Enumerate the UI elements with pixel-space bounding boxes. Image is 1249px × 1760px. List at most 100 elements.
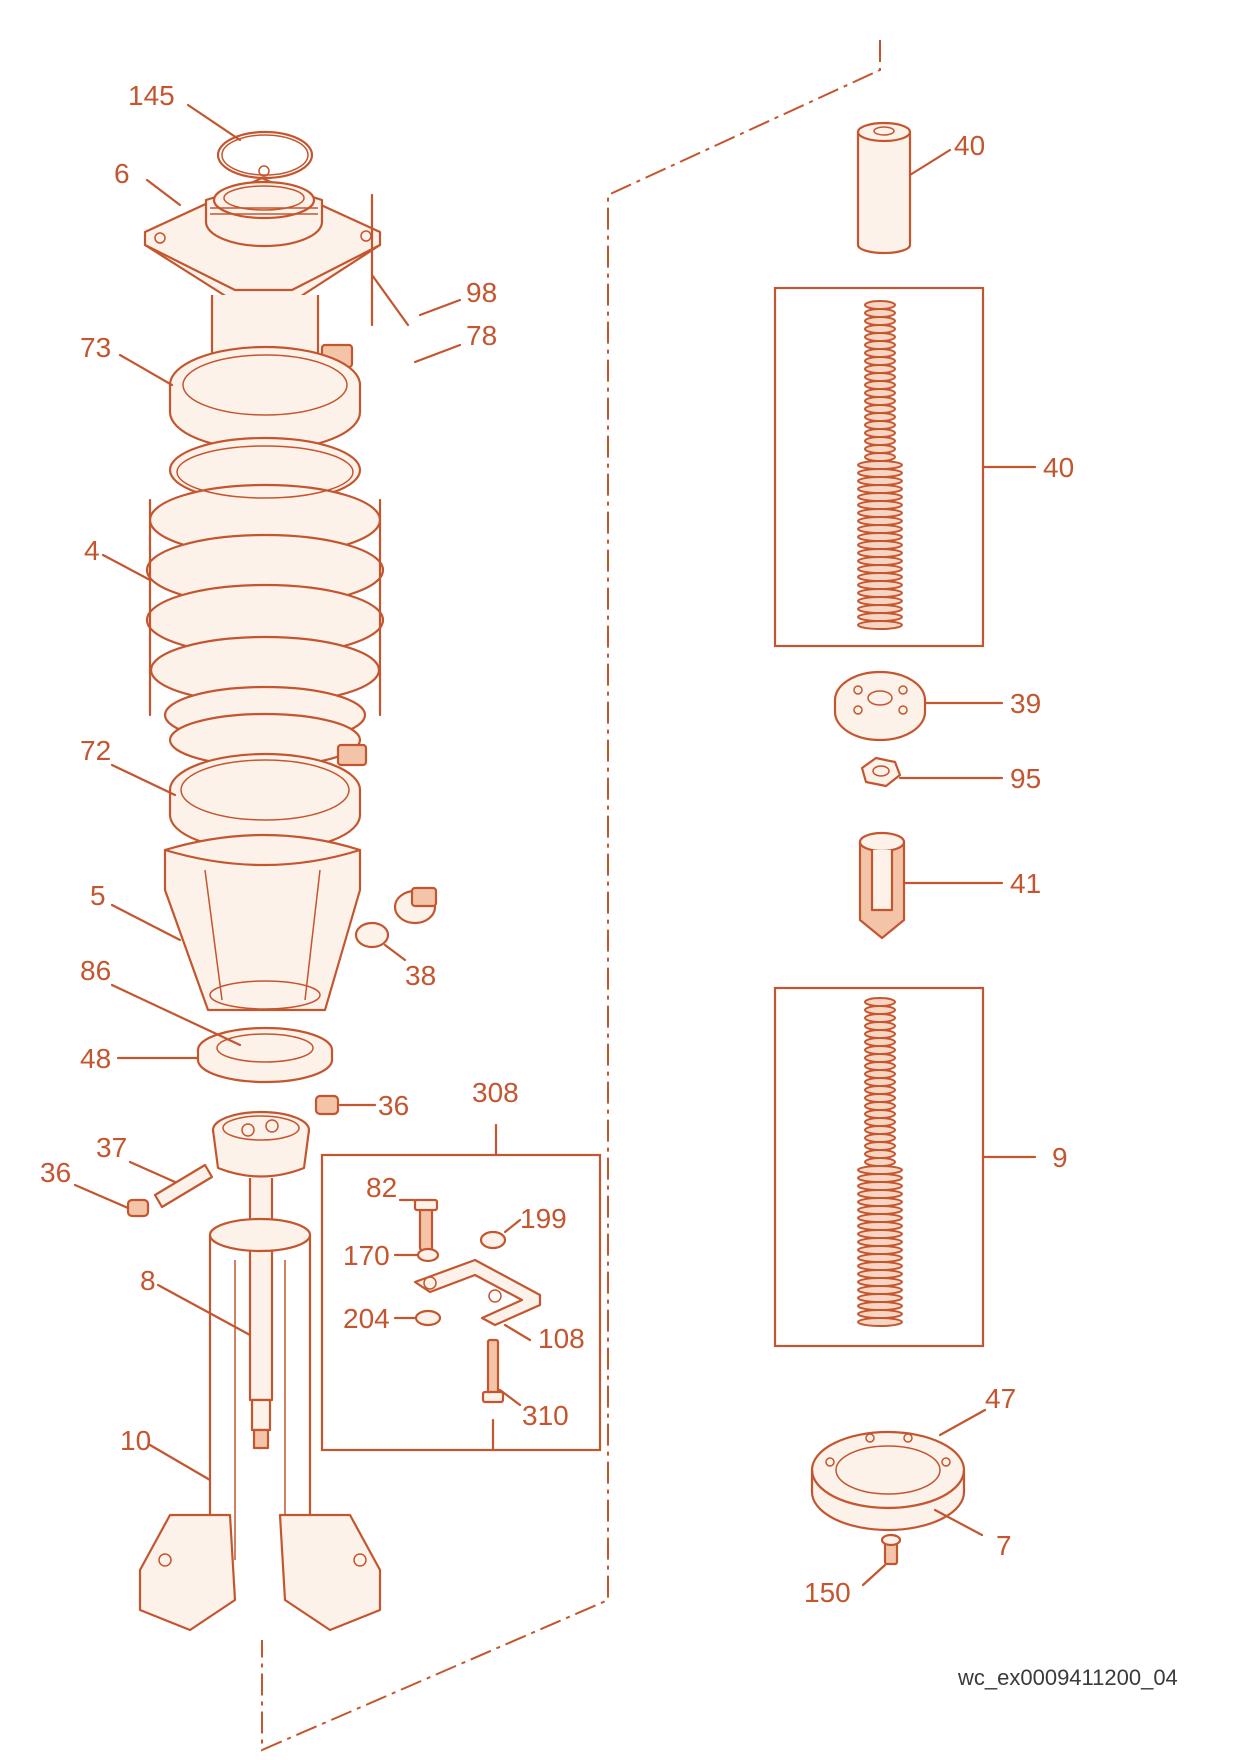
drawing-reference-code: wc_ex0009411200_04	[957, 1665, 1178, 1690]
spring-coil	[864, 1037, 896, 1047]
part-204-washer	[414, 1309, 442, 1327]
label-308: 308	[472, 1077, 519, 1108]
spring-coil	[857, 1173, 903, 1183]
label-7: 7	[996, 1530, 1012, 1561]
spring-coil	[864, 1085, 896, 1095]
part-40-spring	[857, 300, 903, 630]
part-4-bellows	[145, 436, 385, 768]
spring-coil	[864, 1069, 896, 1079]
label-9: 9	[1052, 1142, 1068, 1173]
label-38: 38	[405, 960, 436, 991]
spring-coil	[864, 324, 896, 334]
label-108: 108	[538, 1323, 585, 1354]
spring-coil	[864, 364, 896, 374]
spring-coil	[857, 1293, 903, 1303]
part-95-nut	[860, 756, 902, 788]
label-41: 41	[1010, 868, 1041, 899]
label-8: 8	[140, 1265, 156, 1296]
spring-coil	[864, 420, 896, 430]
spring-coil	[857, 468, 903, 478]
spring-coil	[857, 1165, 903, 1175]
spring-coil	[857, 1253, 903, 1263]
part-73-clamp-ring	[168, 345, 362, 452]
spring-coil	[864, 1005, 896, 1015]
part-40-sleeve	[856, 121, 912, 255]
part-8-piston-rod	[211, 1110, 311, 1450]
spring-coil	[857, 540, 903, 550]
part-82-screw	[413, 1198, 439, 1252]
part-310-bolt	[481, 1338, 505, 1452]
spring-coil	[857, 1245, 903, 1255]
label-199: 199	[520, 1203, 567, 1234]
spring-coil	[857, 1277, 903, 1287]
spring-coil	[857, 1269, 903, 1279]
part-39-spring-plate	[833, 670, 927, 742]
part-6-top-plate	[143, 165, 382, 304]
label-310: 310	[522, 1400, 569, 1431]
spring-coil	[857, 532, 903, 542]
spring-coil	[864, 1133, 896, 1143]
part-150-screw	[880, 1533, 902, 1566]
spring-coil	[864, 332, 896, 342]
part-145-o-ring	[216, 130, 314, 180]
spring-coil	[857, 1285, 903, 1295]
label-86: 86	[80, 955, 111, 986]
spring-coil	[857, 1213, 903, 1223]
part-7-lower-ring	[810, 1468, 966, 1532]
leader-lines	[73, 103, 1037, 1587]
spring-coil	[857, 564, 903, 574]
label-39: 39	[1010, 688, 1041, 719]
spring-coil	[864, 340, 896, 350]
label-37: 37	[96, 1132, 127, 1163]
part-9-spring	[857, 997, 903, 1327]
spring-coil	[864, 412, 896, 422]
label-73: 73	[80, 332, 111, 363]
label-204: 204	[343, 1303, 390, 1334]
spring-coil	[864, 1061, 896, 1071]
kit-308-box	[320, 1153, 602, 1452]
spring-coil	[857, 1237, 903, 1247]
assembly-axis-line	[261, 40, 881, 1752]
spring-coil	[864, 1021, 896, 1031]
label-4: 4	[84, 535, 100, 566]
part-36-cap-upper	[314, 1094, 340, 1116]
spring-coil	[864, 1029, 896, 1039]
spring-coil	[864, 308, 896, 318]
spring-coil	[864, 444, 896, 454]
spring-coil	[857, 1317, 903, 1327]
spring-coil	[857, 572, 903, 582]
label-150: 150	[804, 1577, 851, 1608]
spring-coil	[864, 1141, 896, 1151]
label-40-sleeve: 40	[954, 130, 985, 161]
spring-coil	[864, 1101, 896, 1111]
spring-9-box	[773, 986, 985, 1348]
label-78: 78	[466, 320, 497, 351]
spring-coil	[857, 492, 903, 502]
spring-coil	[857, 612, 903, 622]
label-170: 170	[343, 1240, 390, 1271]
spring-coil	[857, 604, 903, 614]
spring-coil	[864, 428, 896, 438]
spring-coil	[864, 997, 896, 1007]
spring-coil	[864, 372, 896, 382]
spring-coil	[864, 404, 896, 414]
spring-coil	[864, 452, 896, 462]
spring-coil	[864, 396, 896, 406]
spring-coil	[864, 1013, 896, 1023]
part-41-cutaway-sleeve	[858, 831, 906, 940]
label-145: 145	[128, 80, 175, 111]
spring-coil	[864, 1149, 896, 1159]
spring-coil	[857, 484, 903, 494]
spring-coil	[864, 316, 896, 326]
spring-coil	[857, 1205, 903, 1215]
spring-coil	[857, 460, 903, 470]
label-6: 6	[114, 158, 130, 189]
part-37-pin	[153, 1163, 214, 1209]
spring-coil	[857, 1309, 903, 1319]
spring-coil	[864, 300, 896, 310]
part-72-ring	[168, 752, 362, 853]
spring-coil	[857, 588, 903, 598]
spring-coil	[857, 556, 903, 566]
spring-coil	[857, 1221, 903, 1231]
